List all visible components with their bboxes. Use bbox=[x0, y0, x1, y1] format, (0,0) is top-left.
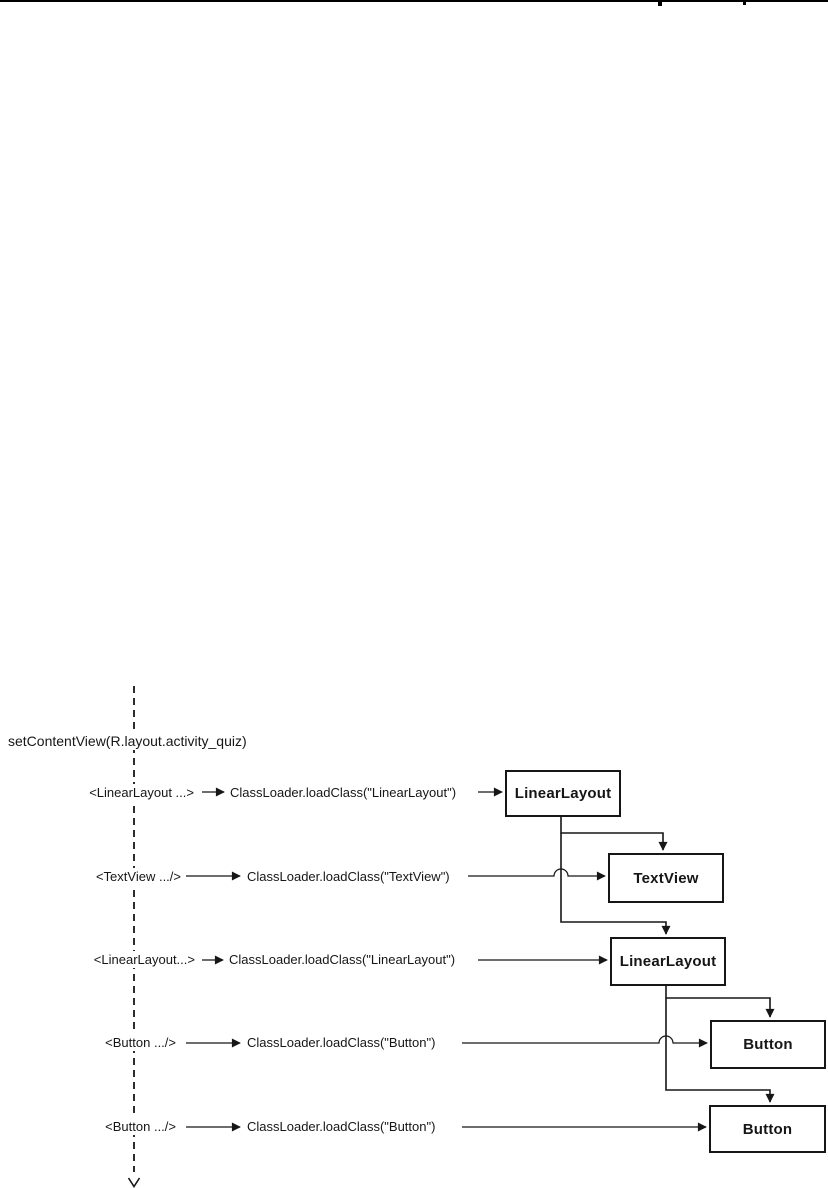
xml-element-label: <Button .../> bbox=[103, 1034, 178, 1051]
xml-element-label: <LinearLayout...> bbox=[91, 951, 197, 968]
column-divider-tick bbox=[743, 0, 746, 5]
loadclass-call-label: ClassLoader.loadClass("Button") bbox=[245, 1034, 438, 1051]
column-divider-tick bbox=[658, 0, 662, 6]
loadclass-call-label: ClassLoader.loadClass("LinearLayout") bbox=[227, 951, 458, 968]
xml-element-label: <TextView .../> bbox=[93, 868, 183, 885]
linearlayout-root-box: LinearLayout bbox=[505, 770, 621, 817]
hierarchy-connector-root-to-textview bbox=[560, 813, 668, 851]
lifeline-end-chevron-icon bbox=[127, 1177, 141, 1188]
loadclass-call-label: ClassLoader.loadClass("Button") bbox=[245, 1118, 438, 1135]
hierarchy-connector-linearlayout-to-button1 bbox=[665, 982, 775, 1018]
xml-element-label: <Button .../> bbox=[103, 1118, 178, 1135]
button-box-2: Button bbox=[709, 1105, 826, 1153]
xml-element-label: <LinearLayout ...> bbox=[87, 784, 196, 801]
loadclass-call-label: ClassLoader.loadClass("LinearLayout") bbox=[228, 784, 459, 801]
loadclass-call-label: ClassLoader.loadClass("TextView") bbox=[245, 868, 452, 885]
hierarchy-connector-root-to-linearlayout bbox=[560, 833, 671, 935]
setcontentview-label: setContentView(R.layout.activity_quiz) bbox=[6, 733, 249, 750]
linearlayout-child-box: LinearLayout bbox=[610, 937, 726, 986]
arrow-loadclass-to-view-icon bbox=[462, 1035, 708, 1048]
button-box-1: Button bbox=[710, 1020, 826, 1069]
hierarchy-connector-linearlayout-to-button2 bbox=[665, 998, 775, 1103]
page-top-rule bbox=[0, 0, 828, 2]
arrow-loadclass-to-view-icon bbox=[468, 868, 606, 881]
textview-box: TextView bbox=[608, 853, 724, 903]
